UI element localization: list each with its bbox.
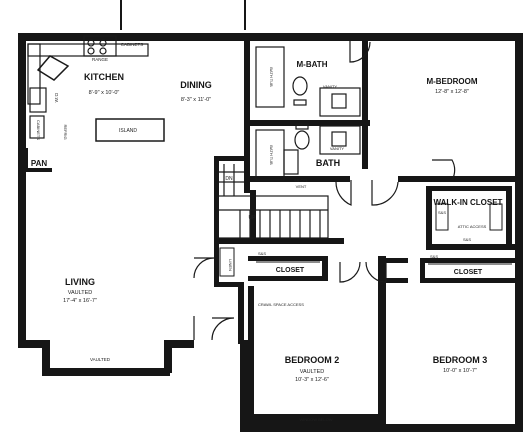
crawl-label: CRAWL SPACE ACCESS (258, 302, 304, 307)
tub1-label: BATH TUB (269, 67, 274, 87)
pantry-box (219, 247, 235, 277)
sh4-label: S&S (463, 237, 471, 242)
vent-label: VENT (296, 184, 307, 189)
living-dims: 17'-4" x 16'-7" (63, 298, 97, 304)
walk-in-closet-label: WALK-IN CLOSET (434, 198, 503, 207)
linen-label: LINEN (228, 259, 233, 271)
dn-label: DN (225, 176, 233, 182)
vanity2-label: VANITY (330, 146, 344, 151)
bath-label: BATH (316, 158, 340, 168)
m-bedroom-dims: 12'-8" x 12'-8" (435, 89, 469, 95)
m-bath-label: M-BATH (297, 60, 328, 69)
sh1-label: S&S (258, 251, 266, 256)
kitchen-dims: 8'-9" x 10'-0" (89, 90, 120, 96)
dw-label: D.W. (54, 93, 59, 103)
staircase (217, 164, 329, 239)
closet1-label: CLOSET (276, 267, 305, 274)
room-labels: KITCHEN 8'-9" x 10'-0" DINING 8'-3" x 11… (63, 60, 502, 383)
top-line-right (244, 0, 246, 30)
top-line-left (120, 0, 122, 30)
living-note: VAULTED (68, 290, 93, 296)
cabinets-label: CABINETS (121, 42, 144, 47)
kitchen-island (95, 118, 165, 142)
kitchen-label: KITCHEN (84, 72, 124, 82)
bedroom2-label: BEDROOM 2 (285, 355, 340, 365)
living-label: LIVING (65, 277, 95, 287)
door-swings (193, 41, 456, 341)
vaulted-living-label: VAULTED (90, 357, 111, 362)
up-label: UP (249, 215, 257, 221)
sh2-label: S&S (430, 254, 438, 259)
cabinets-side-label: CABINETS (36, 120, 41, 140)
range-label: RANGE (92, 57, 108, 62)
refrig-label: REFRIG (63, 124, 68, 139)
closet-shelves (256, 203, 512, 265)
interior-walls (24, 33, 515, 432)
bedroom2-dims: 10'-3" x 12'-6" (295, 377, 329, 383)
sf-label: SS CFL (294, 178, 309, 183)
fixture-labels: PAN ISLAND RANGE CABINETS D.W. CABINETS … (31, 42, 487, 422)
bedroom3-label: BEDROOM 3 (433, 355, 488, 365)
bedroom2-note: VAULTED (300, 369, 325, 375)
vanity1-label: VANITY (323, 84, 337, 89)
bedroom3-dims: 10'-0" x 10'-7" (443, 368, 477, 374)
closet2-label: CLOSET (454, 269, 483, 276)
attic-label: ATTIC ACCESS (458, 224, 487, 229)
m-bedroom-label: M-BEDROOM (426, 77, 477, 86)
dining-label: DINING (180, 80, 212, 90)
bath-fixtures (255, 46, 361, 181)
tub2-label: BATH TUB (269, 145, 274, 165)
dining-dims: 8'-3" x 11'-0" (181, 97, 211, 103)
kitchen-counters (27, 35, 149, 139)
island-label: ISLAND (119, 128, 137, 134)
window-b2-label: WINDOW BELOW (299, 417, 332, 422)
sh3-label: S&S (438, 210, 446, 215)
sink-icon (36, 55, 70, 81)
pan-label: PAN (31, 159, 48, 168)
